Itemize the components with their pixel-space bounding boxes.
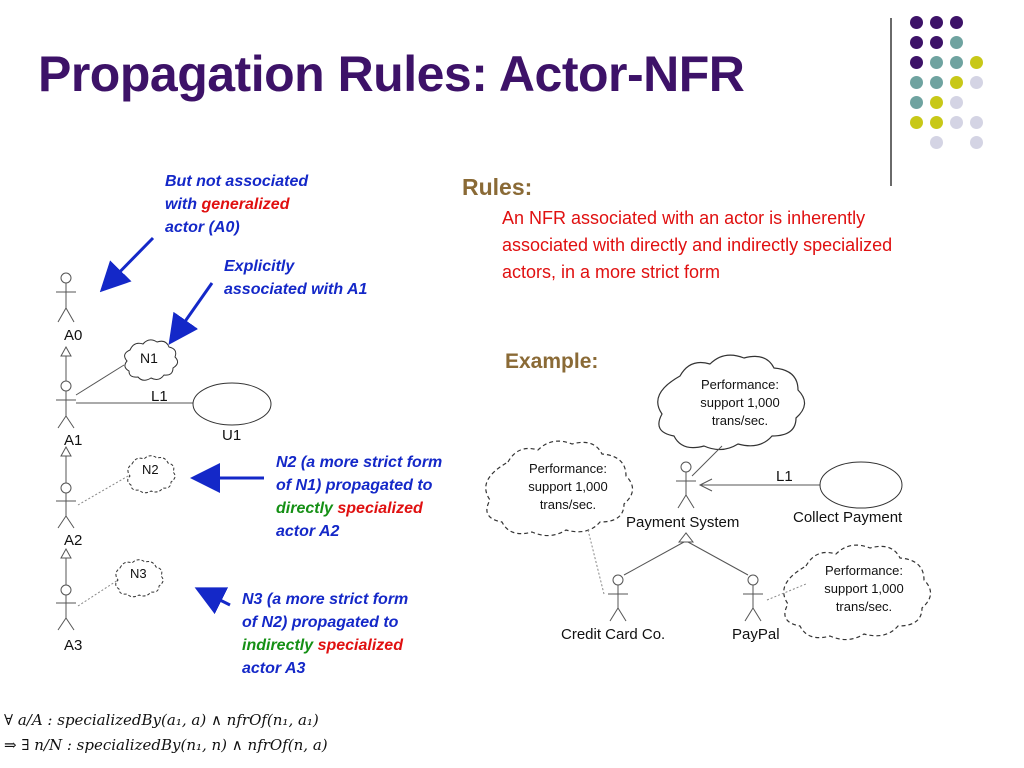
- actor-a2-label: A2: [64, 532, 83, 549]
- actor-a3-label: A3: [64, 637, 83, 654]
- association-l1-label: L1: [151, 388, 168, 405]
- note-not-associated: But not associated with generalized acto…: [165, 173, 309, 236]
- example-nfr-cloud-left: [485, 440, 634, 537]
- example-nfr-link-left: [587, 529, 605, 595]
- decorative-dot: [950, 76, 963, 89]
- rules-heading: Rules:: [462, 174, 533, 200]
- example-nfr-cloud-right: [783, 544, 932, 641]
- actor-a1-figure: [56, 380, 76, 429]
- nfr-link-a1-n1: [75, 364, 125, 396]
- nfr-n1-label: N1: [140, 350, 158, 366]
- actor-a3-figure: [56, 584, 76, 631]
- decorative-dot: [970, 136, 983, 149]
- nfr-link-a3-n3: [77, 579, 119, 607]
- decorative-dot: [950, 36, 963, 49]
- pointer-arrow-n3: [194, 587, 231, 615]
- decorative-dot: [930, 116, 943, 129]
- decorative-dot: [950, 56, 963, 69]
- example-actor-paypal-label: PayPal: [732, 626, 780, 643]
- nfr-n1-cloud: [124, 339, 179, 381]
- formula-line-2: ⇒ ∃ n/N : specializedBy(n₁, n) ∧ nfrOf(n…: [4, 736, 328, 754]
- example-actor-paypal: [743, 574, 763, 622]
- rules-text: An NFR associated with an actor is inher…: [502, 208, 893, 282]
- example-cloud-left-text: Performance: support 1,000 trans/sec.: [528, 461, 608, 512]
- example-actor-payment-system: [676, 461, 696, 509]
- example-generalization-triangle: [677, 532, 695, 543]
- nfr-n2-cloud: [127, 455, 176, 494]
- slide-title: Propagation Rules: Actor-NFR: [38, 46, 745, 102]
- example-nfr-link-right: [766, 583, 807, 601]
- actor-a2-figure: [56, 482, 76, 529]
- decorative-dot: [910, 56, 923, 69]
- example-nfr-link-top: [691, 445, 723, 477]
- pointer-arrow-a0: [99, 236, 155, 293]
- decorative-dot: [970, 76, 983, 89]
- example-usecase-collect-payment: [819, 461, 903, 509]
- nfr-n2-label: N2: [142, 462, 159, 477]
- actor-a0-figure: [56, 272, 76, 323]
- pointer-arrow-n1: [168, 282, 214, 345]
- example-generalization-credit: [623, 541, 685, 576]
- example-cloud-top-text: Performance: support 1,000 trans/sec.: [700, 377, 780, 428]
- example-actor-credit-card: [608, 574, 628, 622]
- decorative-dot: [970, 116, 983, 129]
- decorative-dot: [930, 56, 943, 69]
- nfr-link-a2-n2: [77, 475, 129, 506]
- example-usecase-label: Collect Payment: [793, 509, 903, 526]
- decorative-dot: [910, 76, 923, 89]
- generalization-a3-a2: [60, 547, 72, 585]
- decorative-dot: [950, 96, 963, 109]
- example-association-arrowhead: [698, 478, 713, 492]
- decorative-dot: [930, 36, 943, 49]
- decorative-dot-grid: [900, 14, 1024, 164]
- nfr-n3-label: N3: [130, 566, 147, 581]
- decorative-dot: [910, 116, 923, 129]
- decorative-dot: [910, 16, 923, 29]
- usecase-u1-label: U1: [222, 427, 242, 444]
- generalization-a1-a0: [60, 345, 72, 381]
- decorative-dot: [970, 56, 983, 69]
- example-heading: Example:: [505, 350, 599, 373]
- generalization-a2-a1: [60, 445, 72, 483]
- formula-line-1: ∀ a/A : specializedBy(a₁, a) ∧ nfrOf(n₁,…: [4, 711, 319, 729]
- note-n3-propagation: N3 (a more strict form of N2) propagated…: [242, 591, 409, 677]
- usecase-u1-ellipse: [192, 382, 272, 426]
- decorative-dot: [930, 16, 943, 29]
- example-association-l1-label: L1: [776, 468, 793, 485]
- decorative-dot: [950, 116, 963, 129]
- title-divider: [890, 18, 892, 186]
- decorative-dot: [910, 36, 923, 49]
- decorative-dot: [930, 96, 943, 109]
- decorative-dot: [930, 136, 943, 149]
- note-explicitly-associated: Explicitly associated with A1: [224, 258, 368, 298]
- decorative-dot: [950, 16, 963, 29]
- decorative-dot: [930, 76, 943, 89]
- decorative-dot: [910, 96, 923, 109]
- note-n2-propagation: N2 (a more strict form of N1) propagated…: [276, 454, 443, 540]
- example-generalization-paypal: [687, 541, 749, 576]
- actor-a0-label: A0: [64, 327, 83, 344]
- example-cloud-right-text: Performance: support 1,000 trans/sec.: [824, 563, 904, 614]
- example-nfr-cloud-top: [657, 354, 806, 451]
- actor-a1-label: A1: [64, 432, 83, 449]
- nfr-n3-cloud: [115, 559, 164, 598]
- example-actor-payment-system-label: Payment System: [626, 514, 740, 531]
- example-actor-credit-card-label: Credit Card Co.: [561, 626, 666, 643]
